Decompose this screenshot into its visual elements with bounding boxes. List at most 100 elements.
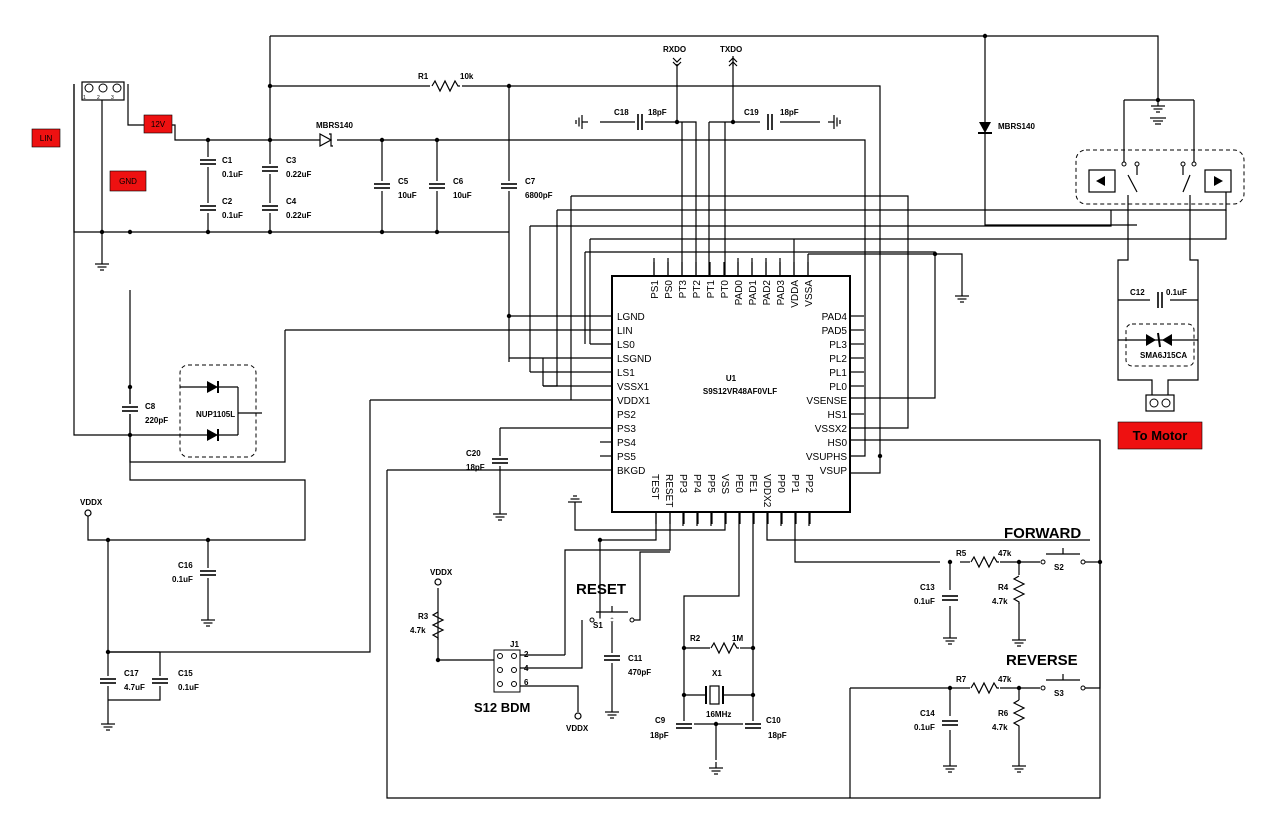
u1-pin-left-ps2: PS2	[617, 410, 636, 421]
svg-text:1: 1	[83, 95, 86, 101]
gnd-label-box: GND	[109, 170, 147, 192]
to-motor-label-box: To Motor	[1117, 421, 1203, 450]
u1-pin-bottom-pp0: PP0	[775, 474, 786, 493]
svg-text:C10: C10	[766, 716, 781, 725]
svg-text:4.7k: 4.7k	[992, 723, 1008, 732]
svg-text:S9S12VR48AF0VLF: S9S12VR48AF0VLF	[703, 387, 777, 396]
svg-text:C5: C5	[398, 177, 409, 186]
u1-pin-bottom-vss: VSS	[719, 474, 730, 494]
svg-text:C15: C15	[178, 669, 193, 678]
u1-pin-right-vsense: VSENSE	[806, 396, 847, 407]
svg-text:LIN: LIN	[40, 134, 53, 143]
svg-text:C2: C2	[222, 197, 233, 206]
svg-text:R1: R1	[418, 72, 429, 81]
capacitor-c9: C9 18pF	[650, 716, 694, 740]
resistor-r2: R2 1M	[690, 634, 743, 654]
u1-pin-top-pad2: PAD2	[762, 280, 773, 306]
resistor-r5: R5 47k	[956, 549, 1012, 568]
u1-pin-top-pad3: PAD3	[776, 280, 787, 306]
u1-pin-right-vsup: VSUP	[820, 466, 848, 477]
svg-text:S3: S3	[1054, 689, 1064, 698]
svg-text:J1: J1	[510, 640, 519, 649]
svg-text:SMA6J15CA: SMA6J15CA	[1140, 351, 1187, 360]
svg-text:47k: 47k	[998, 675, 1012, 684]
svg-text:C11: C11	[628, 654, 643, 663]
u1-pin-top-vdda: VDDA	[790, 280, 801, 308]
svg-text:To Motor: To Motor	[1133, 428, 1188, 443]
vddx-j1-terminal: VDDX	[566, 712, 589, 733]
resistor-r6: R6 4.7k	[992, 699, 1025, 732]
reset-button-s1[interactable]: RESET S1	[576, 581, 635, 630]
svg-text:18pF: 18pF	[466, 463, 485, 472]
capacitor-c18: C18 18pF	[614, 108, 667, 132]
svg-text:RESET: RESET	[576, 581, 626, 598]
capacitor-c6: C6 10uF	[427, 177, 472, 200]
svg-text:220pF: 220pF	[145, 416, 168, 425]
power-connector: 1 2 3	[81, 81, 125, 101]
svg-text:0.1uF: 0.1uF	[914, 597, 935, 606]
reverse-button-s3[interactable]: REVERSE S3	[1006, 652, 1086, 698]
svg-text:C9: C9	[655, 716, 666, 725]
capacitor-c16: C16 0.1uF	[172, 540, 218, 614]
u1-pin-bottom-vddx2: VDDX2	[761, 474, 772, 508]
svg-text:10k: 10k	[460, 72, 474, 81]
svg-text:18pF: 18pF	[650, 731, 669, 740]
svg-text:0.22uF: 0.22uF	[286, 211, 311, 220]
svg-text:S1: S1	[593, 621, 603, 630]
svg-text:C7: C7	[525, 177, 536, 186]
svg-text:18pF: 18pF	[648, 108, 667, 117]
svg-text:C19: C19	[744, 108, 759, 117]
motor-connector	[1145, 394, 1175, 412]
diode-mbrs140-left: MBRS140	[316, 121, 353, 148]
lin-label-box: LIN	[31, 128, 61, 148]
resistor-r4: R4 4.7k	[992, 575, 1025, 606]
svg-text:C20: C20	[466, 449, 481, 458]
svg-text:10uF: 10uF	[398, 191, 417, 200]
12v-label-box: 12V	[143, 114, 173, 134]
svg-text:TXDO: TXDO	[720, 45, 742, 54]
u1-pin-right-vssx2: VSSX2	[815, 424, 848, 435]
vddx-r3-terminal: VDDX	[430, 568, 453, 586]
capacitor-c3: C3 0.22uF	[260, 156, 311, 179]
svg-text:C12: C12	[1130, 288, 1145, 297]
u1-pin-bottom-pp2: PP2	[803, 474, 814, 493]
vddx-left-terminal: VDDX	[80, 498, 108, 541]
svg-text:1M: 1M	[732, 634, 743, 643]
svg-text:4.7uF: 4.7uF	[124, 683, 145, 692]
u1-pin-top-pad1: PAD1	[748, 280, 759, 306]
svg-text:X1: X1	[712, 669, 722, 678]
svg-text:GND: GND	[119, 177, 137, 186]
capacitor-c2: C2 0.1uF	[198, 197, 243, 220]
svg-text:VDDX: VDDX	[430, 568, 453, 577]
forward-button-s2[interactable]: FORWARD S2	[1004, 525, 1086, 572]
u1-pin-bottom-pe1: PE1	[747, 474, 758, 493]
svg-text:0.1uF: 0.1uF	[222, 170, 243, 179]
svg-text:6800pF: 6800pF	[525, 191, 553, 200]
capacitor-c14: C14 0.1uF	[914, 709, 960, 732]
diode-mbrs140-right: MBRS140	[978, 122, 1035, 134]
u1-pin-left-vddx1: VDDX1	[617, 396, 651, 407]
svg-text:MBRS140: MBRS140	[998, 122, 1035, 131]
u1-pin-bottom-test: TEST	[649, 474, 660, 500]
svg-text:R5: R5	[956, 549, 967, 558]
crystal-x1: X1 16MHz	[705, 669, 731, 719]
capacitor-c17: C17 4.7uF	[98, 651, 161, 718]
rxdo-port: RXDO	[663, 45, 686, 67]
capacitor-c10: C10 18pF	[743, 716, 787, 740]
u1-pin-left-lgnd: LGND	[617, 312, 645, 323]
svg-text:RXDO: RXDO	[663, 45, 686, 54]
u1-pin-top-vssa: VSSA	[804, 280, 815, 307]
resistor-r7: R7 47k	[956, 675, 1012, 694]
capacitor-c8: C8 220pF	[120, 402, 168, 425]
u1-pin-left-lsgnd: LSGND	[617, 354, 651, 365]
svg-text:U1: U1	[726, 374, 737, 383]
u1-pin-right-pl0: PL0	[829, 382, 847, 393]
svg-text:S2: S2	[1054, 563, 1064, 572]
svg-text:C6: C6	[453, 177, 464, 186]
capacitor-c15: C15 0.1uF	[150, 669, 199, 692]
svg-text:6: 6	[524, 678, 529, 687]
capacitor-c11: C11 470pF	[602, 653, 651, 677]
tvs-sma6j15ca: SMA6J15CA	[1125, 323, 1195, 367]
